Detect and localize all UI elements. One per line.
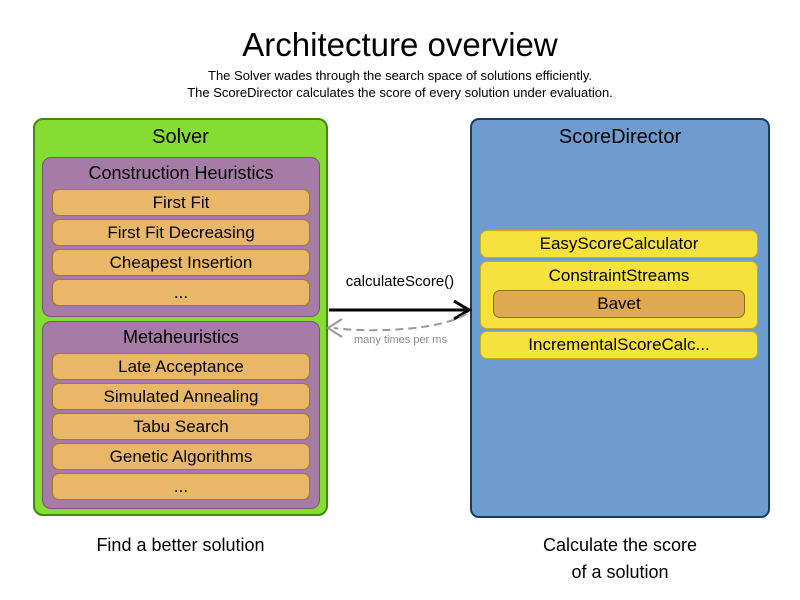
subtitle-line-1: The Solver wades through the search spac… (208, 68, 592, 83)
item-construction-more: ... (52, 279, 310, 306)
item-genetic-algorithms: Genetic Algorithms (52, 443, 310, 470)
score-director-box: ScoreDirector EasyScoreCalculator Constr… (470, 118, 770, 518)
score-director-title: ScoreDirector (558, 126, 682, 148)
score-caption-line-1: Calculate the score (542, 535, 698, 555)
calculate-score-label: calculateScore() (345, 273, 455, 290)
subtitle-line-2: The ScoreDirector calculates the score o… (187, 85, 613, 100)
item-cheapest-insertion: Cheapest Insertion (52, 249, 310, 276)
calc-easy-score-calculator: EasyScoreCalculator (480, 230, 758, 258)
item-simulated-annealing: Simulated Annealing (52, 383, 310, 410)
construction-heuristics-group: Construction Heuristics First Fit First … (42, 157, 320, 317)
constraint-streams-title: ConstraintStreams (548, 266, 690, 285)
item-metaheuristics-more: ... (52, 473, 310, 500)
calc-constraint-streams: ConstraintStreams Bavet (480, 261, 758, 329)
item-first-fit: First Fit (52, 189, 310, 216)
construction-heuristics-title: Construction Heuristics (88, 163, 274, 183)
calc-incremental-score: IncrementalScoreCalc... (480, 331, 758, 359)
score-caption-line-2: of a solution (571, 562, 669, 582)
metaheuristics-group: Metaheuristics Late Acceptance Simulated… (42, 321, 320, 509)
solver-title: Solver (152, 126, 209, 148)
item-first-fit-decreasing: First Fit Decreasing (52, 219, 310, 246)
metaheuristics-title: Metaheuristics (122, 327, 240, 347)
calculate-score-arrow (329, 299, 472, 321)
solver-box: Solver Construction Heuristics First Fit… (33, 118, 328, 516)
item-tabu-search: Tabu Search (52, 413, 310, 440)
solver-caption: Find a better solution (96, 535, 265, 555)
frequency-label: many times per ms (354, 334, 447, 346)
score-director-caption: Calculate the score of a solution (470, 532, 770, 586)
page-title: Architecture overview (242, 26, 558, 63)
bavet-box: Bavet (493, 290, 745, 318)
item-late-acceptance: Late Acceptance (52, 353, 310, 380)
